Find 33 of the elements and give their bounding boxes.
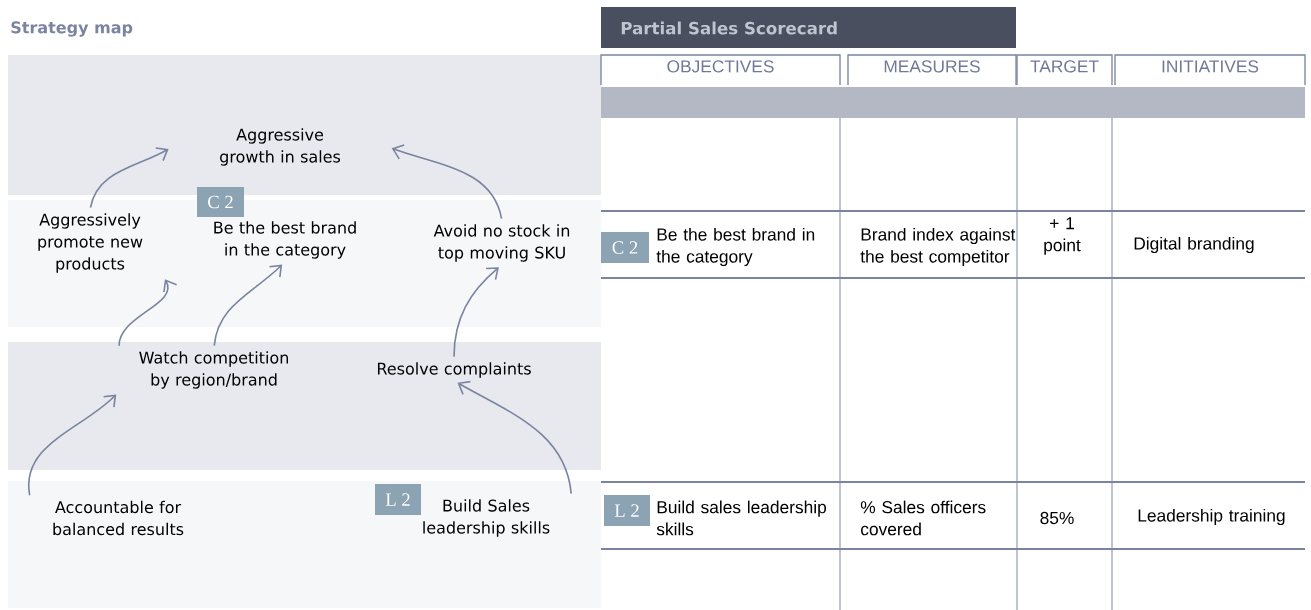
code-badge: L 2 (604, 495, 650, 526)
table-cell-text: + 1 point (1044, 217, 1081, 255)
column-header: TARGET (1016, 54, 1113, 86)
curved-arrow (118, 279, 178, 347)
objective-text: Watch competition by region/brand (139, 351, 288, 389)
column-header: OBJECTIVES (600, 54, 841, 86)
objective-text: Be the best brand in the category (214, 221, 356, 259)
code-badge: C 2 (601, 232, 649, 263)
code-badge: L 2 (375, 484, 421, 515)
curved-arrow (391, 144, 503, 220)
scorecard-header: Partial Sales Scorecard (601, 7, 1016, 48)
column-header: INITIATIVES (1114, 54, 1306, 86)
curved-arrow (27, 394, 117, 497)
objective-text: Accountable for balanced results (53, 500, 184, 536)
curved-arrow (213, 264, 283, 347)
table-cell-text: Leadership training (1138, 508, 1285, 526)
code-badge: C 2 (197, 187, 244, 217)
table-cell-text: Be the best brand in the category (656, 227, 815, 267)
objective-text: Build Sales leadership skills (423, 499, 550, 537)
table-cell-text: Digital branding (1134, 236, 1254, 254)
section-title: Strategy map (11, 21, 133, 37)
objective-text: Avoid no stock in top moving SKU (433, 224, 570, 262)
curved-arrow (89, 147, 169, 209)
table-cell-text: Build sales leadership skills (656, 500, 827, 536)
curved-arrow (457, 380, 572, 495)
column-header: MEASURES (847, 54, 1017, 86)
objective-text: Resolve complaints (377, 362, 531, 378)
table-cell-text: % Sales officers covered (860, 500, 986, 536)
objective-text: Aggressive growth in sales (220, 128, 341, 166)
table-cell-text: 85% (1040, 511, 1074, 525)
table-cell-text: Brand index against the best competitor (860, 227, 1016, 267)
objective-text: Aggressively promote new products (38, 213, 143, 273)
curved-arrow (453, 267, 499, 358)
